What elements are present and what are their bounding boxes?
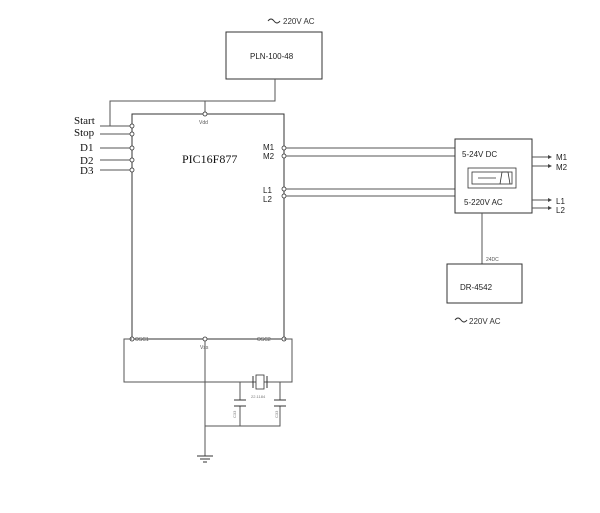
ac-symbol-bottom bbox=[454, 317, 468, 323]
mcu-out-m2: M2 bbox=[263, 152, 275, 161]
input-d1: D1 bbox=[80, 142, 93, 154]
vss-pin bbox=[202, 336, 208, 342]
input-lines bbox=[100, 123, 135, 173]
driver-out-l1: L1 bbox=[556, 197, 565, 206]
crystal-label: 22.1184 bbox=[251, 394, 266, 399]
vdd-supply-wire bbox=[109, 79, 276, 126]
mcu-name: PIC16F877 bbox=[182, 152, 237, 166]
mcu-body bbox=[131, 113, 285, 340]
capacitor-left bbox=[234, 399, 246, 407]
ac-label-top: 220V AC bbox=[283, 17, 315, 26]
input-start: Start bbox=[74, 115, 95, 127]
crystal bbox=[252, 374, 268, 390]
ac-label-bottom: 220V AC bbox=[469, 317, 501, 326]
mcu-out-l1: L1 bbox=[263, 186, 272, 195]
dc-voltage-label: 24DC bbox=[486, 257, 499, 263]
driver-dc-label: 5-24V DC bbox=[462, 150, 497, 159]
mcu-out-m1: M1 bbox=[263, 143, 275, 152]
osc2-label: OSC2 bbox=[257, 337, 271, 343]
mcu-out-l2: L2 bbox=[263, 195, 272, 204]
vdd-pin bbox=[202, 111, 208, 117]
dc-supply-box bbox=[446, 263, 523, 304]
osc1-label: OSC1 bbox=[135, 337, 149, 343]
mcu-output-wires bbox=[281, 145, 455, 199]
capacitor-left-label: C33 bbox=[232, 410, 237, 418]
driver-out-m1: M1 bbox=[556, 153, 568, 162]
dc-supply-model: DR-4542 bbox=[460, 283, 493, 292]
capacitor-right bbox=[274, 399, 286, 407]
driver-output-arrows bbox=[532, 155, 552, 210]
power-supply-model: PLN-100-48 bbox=[250, 52, 294, 61]
relay-icon bbox=[467, 167, 517, 189]
power-supply-box bbox=[225, 31, 323, 80]
vdd-label: Vdd bbox=[199, 120, 208, 126]
ac-symbol-top bbox=[267, 18, 281, 24]
input-d3: D3 bbox=[80, 165, 94, 177]
capacitor-right-label: C33 bbox=[274, 410, 279, 418]
vss-label: Vss bbox=[200, 345, 209, 351]
oscillator-wiring bbox=[123, 338, 293, 456]
driver-ac-label: 5-220V AC bbox=[464, 198, 503, 207]
input-d2: D2 bbox=[80, 155, 93, 167]
driver-out-m2: M2 bbox=[556, 163, 568, 172]
ground-icon bbox=[197, 455, 213, 463]
input-stop: Stop bbox=[74, 127, 95, 139]
driver-out-l2: L2 bbox=[556, 206, 565, 215]
